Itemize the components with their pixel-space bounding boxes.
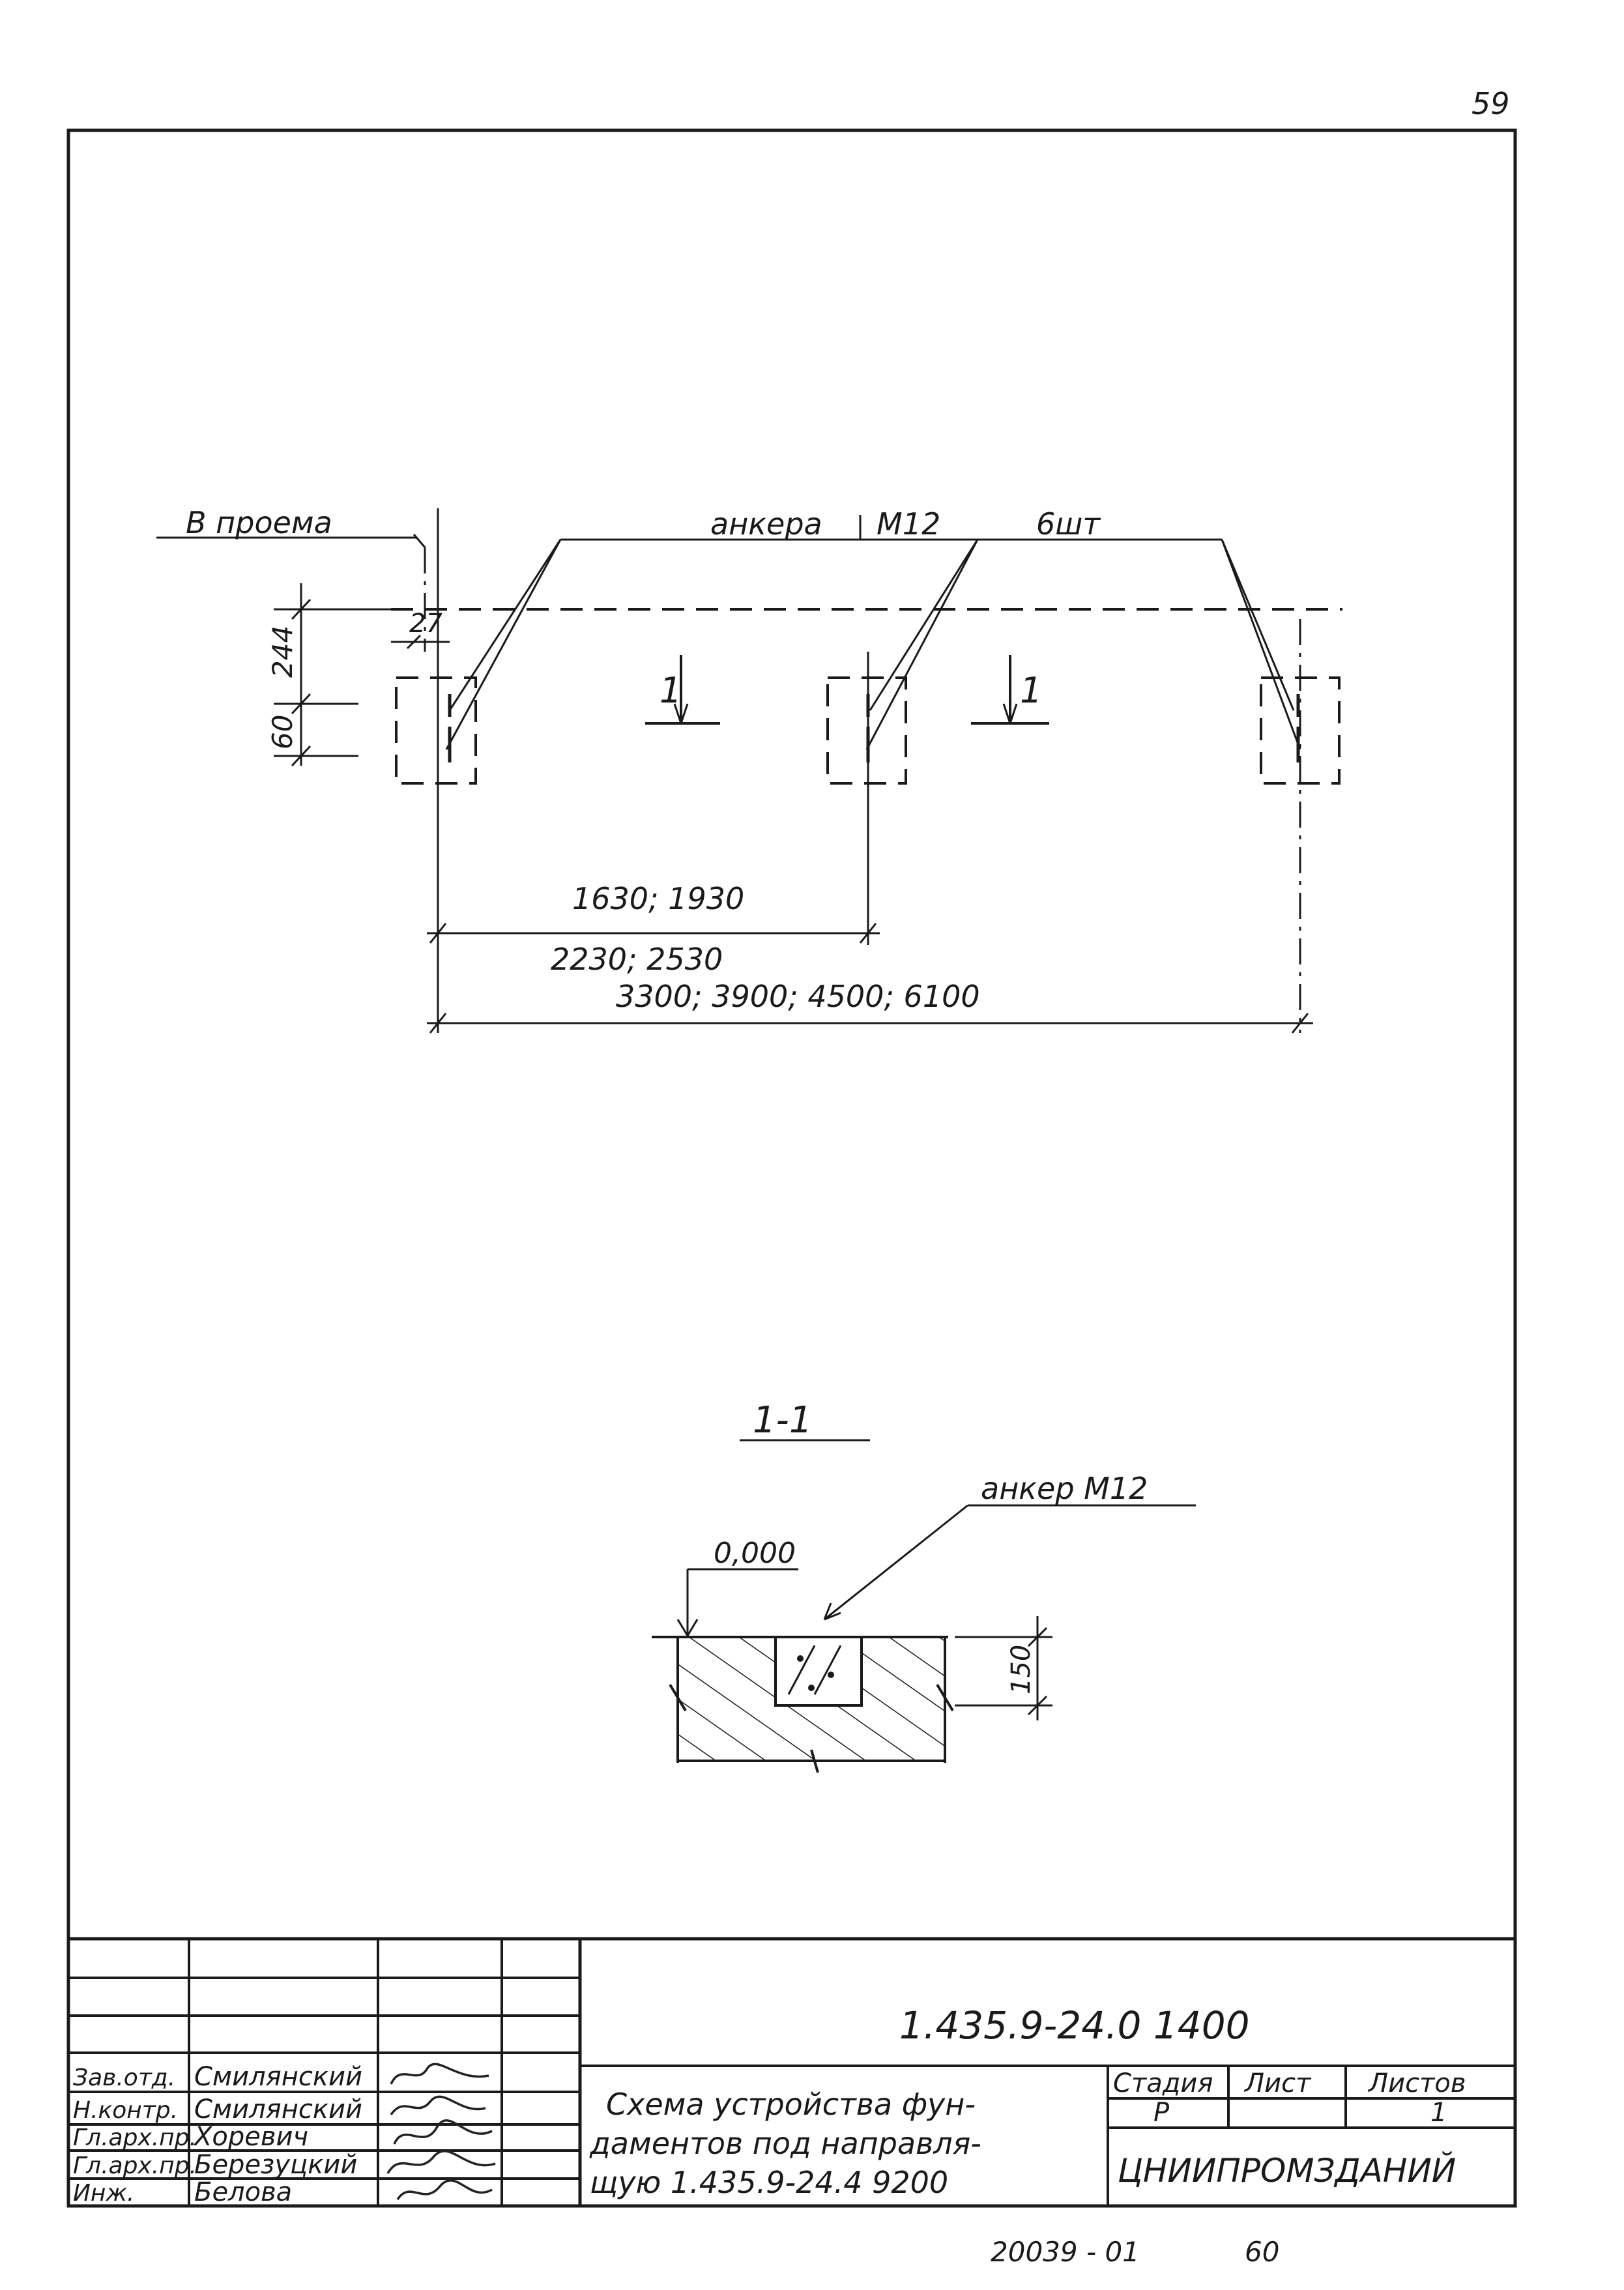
- break-mark-right: [936, 1683, 954, 1712]
- dim-span2-label: 2230; 2530: [551, 942, 723, 977]
- signature-4: [386, 2150, 496, 2174]
- anchor-pocket-fill: [787, 1645, 842, 1695]
- person-role: Зав.отд.: [73, 2065, 175, 2091]
- organization: ЦНИИПРОМЗДАНИЙ: [1118, 2151, 1456, 2190]
- section-cut-mark-2: [971, 655, 1049, 725]
- description-line-2: даментов под направля-: [589, 2126, 981, 2161]
- anchor-leader-lines: [445, 539, 1301, 750]
- horizontal-dimension-total: [427, 1013, 1313, 1034]
- section-anchor-leader: [824, 1504, 968, 1621]
- anchors-label: анкера: [710, 506, 822, 542]
- sheets-header: Листов: [1367, 2068, 1466, 2098]
- level-label: 0,000: [714, 1537, 796, 1570]
- foundation-pad-middle: [826, 676, 907, 785]
- section-anchor-label: анкер М12: [981, 1471, 1148, 1506]
- section-mark-1-label: 1: [660, 670, 682, 711]
- section-anchor-arrow-b: [824, 1612, 841, 1621]
- archive-number: 20039 - 01: [991, 2236, 1140, 2268]
- stage-value: Р: [1153, 2098, 1170, 2128]
- depth-dimension: [955, 1616, 1052, 1720]
- vertical-dimension-chain: [274, 583, 394, 767]
- section-anchor-arrow-a: [823, 1602, 832, 1620]
- stage-header: Стадия: [1113, 2068, 1213, 2098]
- signature-3: [393, 2119, 493, 2145]
- signature-2: [390, 2095, 486, 2116]
- person-role: Инж.: [73, 2180, 134, 2207]
- title-block: Зав.отд. Смилянский Н.контр. Смилянский …: [68, 1937, 1515, 2207]
- person-name: Смилянский: [194, 2062, 362, 2092]
- document-code: 1.435.9-24.0 1400: [899, 2003, 1250, 2048]
- horizontal-dimension-1: [427, 923, 880, 944]
- section-cut-mark-1: [645, 655, 720, 725]
- footer-number: 60: [1245, 2236, 1279, 2268]
- description-line-1: Схема устройства фун-: [606, 2087, 976, 2122]
- anchors-count-label: 6шт: [1036, 506, 1101, 542]
- signature-grid: [68, 1939, 580, 2206]
- plan-view: В проема анкера М12 6шт: [156, 505, 1342, 1034]
- person-name: Березуцкий: [194, 2150, 357, 2180]
- break-mark-left: [669, 1683, 687, 1712]
- dim-total-label: 3300; 3900; 4500; 6100: [616, 979, 980, 1014]
- section-1-1: 1-1 анкер М12 0,000: [652, 1399, 1196, 1773]
- dim-244-label: 244: [267, 626, 298, 678]
- section-title: 1-1: [753, 1399, 812, 1442]
- signature-5: [396, 2179, 493, 2201]
- dim-27-marker: [391, 634, 450, 650]
- foundation-pad-left: [395, 676, 477, 785]
- page-number: 59: [1472, 86, 1510, 121]
- person-name: Белова: [194, 2177, 292, 2207]
- people-table: Зав.отд. Смилянский Н.контр. Смилянский …: [73, 2062, 362, 2207]
- person-role: Н.контр.: [73, 2097, 178, 2124]
- description-line-3: щую 1.435.9-24.4 9200: [590, 2165, 948, 2200]
- dim-27-label: 27: [409, 609, 442, 639]
- anchor-size-label: М12: [877, 506, 940, 542]
- stage-grid: [1107, 2066, 1515, 2206]
- section-mark-2-label: 1: [1020, 670, 1042, 711]
- signatures: [386, 2063, 496, 2201]
- break-mark-bottom: [810, 1749, 819, 1773]
- opening-label: В проема: [186, 505, 332, 540]
- sheet-header: Лист: [1243, 2068, 1312, 2098]
- level-arrow-b: [686, 1619, 699, 1636]
- person-role: Гл.арх.пр.: [73, 2152, 197, 2179]
- sheets-value: 1: [1430, 2098, 1447, 2128]
- signature-1: [390, 2063, 489, 2085]
- person-role: Гл.арх.пр.: [73, 2124, 197, 2151]
- dim-60-label: 60: [267, 715, 298, 749]
- drawing-frame: [66, 128, 1517, 2208]
- depth-label: 150: [1006, 1645, 1036, 1694]
- person-name: Смилянский: [194, 2094, 362, 2124]
- person-name: Хоревич: [193, 2122, 308, 2152]
- level-arrow-a: [676, 1619, 689, 1636]
- opening-tick: [413, 534, 426, 548]
- dim-span1-label: 1630; 1930: [572, 881, 744, 916]
- anchor-pocket: [774, 1636, 863, 1707]
